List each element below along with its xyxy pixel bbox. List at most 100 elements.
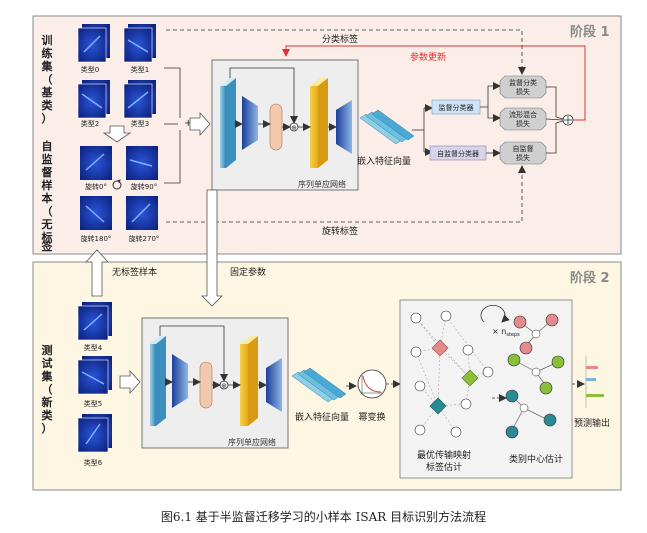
train-set-label: 训 练 集 （ 基 类 ）: [41, 33, 54, 125]
rotation-sample-180: 旋转180°: [80, 196, 112, 243]
network-arrows-stage2: [159, 325, 267, 389]
svg-text:损失: 损失: [516, 153, 530, 162]
self-sup-char: （: [42, 205, 53, 218]
steps-subscript: steps: [506, 332, 520, 338]
svg-text:类型6: 类型6: [84, 458, 103, 467]
param-update-arrow: [282, 45, 586, 121]
loss-to-sum: [545, 86, 564, 154]
network-arrows-stage1: [229, 67, 337, 131]
test-sample-4: 类型4: [77, 302, 112, 352]
svg-text:⊕: ⊕: [221, 382, 227, 390]
steps-multiplier: × n: [492, 327, 506, 336]
test-set-char: 新: [42, 395, 53, 409]
svg-text:类型4: 类型4: [84, 343, 103, 352]
prediction-bars: [585, 356, 604, 408]
test-set-char: 类: [42, 408, 54, 422]
svg-text:监督分类: 监督分类: [509, 78, 537, 87]
svg-text:⊕: ⊕: [291, 124, 297, 132]
embedding-vector-stage1: [359, 109, 415, 145]
train-sample-1: 类型1: [123, 24, 156, 74]
ot-label-2: 标签估计: [426, 461, 462, 473]
train-sample-3: 类型3: [123, 80, 156, 128]
svg-text:旋转90°: 旋转90°: [131, 182, 157, 191]
self-sup-char: 签: [41, 239, 54, 253]
iteration-loop-icon: [480, 304, 510, 323]
svg-text:类型3: 类型3: [131, 119, 149, 128]
self-sup-char: 样: [42, 178, 53, 192]
stage2-title: 阶段 2: [570, 270, 610, 286]
svg-text:旋转180°: 旋转180°: [81, 234, 112, 243]
network-layers-stage1: ⊕: [220, 78, 352, 168]
class-label-dashed: [166, 29, 526, 75]
loss-mix-box: 流形混合 损失: [499, 107, 547, 131]
svg-text:损失: 损失: [516, 87, 530, 96]
center-label: 类别中心估计: [509, 453, 563, 465]
test-sample-6: 类型6: [77, 414, 112, 467]
train-set-char: 集: [41, 59, 54, 73]
svg-text:自监督: 自监督: [513, 144, 534, 153]
self-sup-char: 本: [42, 191, 53, 205]
self-sup-char: 督: [42, 165, 53, 179]
test-sample-5: 类型5: [77, 356, 112, 408]
loss-self-box: 自监督 损失: [499, 141, 547, 165]
network-label-stage1: 序列单应网络: [298, 179, 346, 189]
svg-text:类型1: 类型1: [131, 65, 149, 74]
fixed-params-label: 固定参数: [230, 266, 266, 278]
train-set-char: 类: [42, 98, 54, 112]
test-set-label: 测 试 集 （ 新 类 ）: [41, 343, 54, 435]
self-sup-char: 标: [41, 230, 53, 244]
test-set-char: 试: [42, 356, 53, 370]
loss-sup-box: 监督分类 损失: [499, 75, 547, 99]
rotation-label-dashed: [166, 165, 526, 223]
figure-caption: 图6.1 基于半监督迁移学习的小样本 ISAR 目标识别方法流程: [160, 510, 487, 524]
svg-text:类型5: 类型5: [84, 399, 102, 408]
sup-classifier-label: 监督分类器: [439, 103, 474, 112]
right-arrow-icon: [189, 111, 211, 137]
train-sample-2: 类型2: [77, 80, 110, 128]
classifier-to-loss: [480, 82, 501, 157]
input-connectors: [164, 67, 181, 184]
ot-label-1: 最优传输映射: [417, 449, 471, 461]
self-sup-label: 自 监 督 样 本 （ 无 标 签: [41, 139, 54, 253]
network-label-stage2: 序列单应网络: [228, 437, 276, 447]
self-sup-char: 自: [42, 139, 53, 153]
embed-label-stage1: 嵌入特征向量: [357, 155, 411, 167]
loss-sum-node: [562, 114, 574, 126]
train-set-char: 训: [42, 33, 53, 47]
class-label-text: 分类标签: [322, 33, 358, 45]
rotation-label-text: 旋转标签: [322, 225, 358, 237]
svg-text:流形混合: 流形混合: [509, 110, 537, 119]
svg-text:类型0: 类型0: [81, 65, 99, 74]
selfsup-classifier-label: 自监督分类器: [437, 149, 479, 158]
embedding-vector-stage2: [291, 367, 347, 403]
svg-text:旋转0°: 旋转0°: [85, 182, 107, 191]
svg-text:类型2: 类型2: [81, 119, 99, 128]
test-set-char: ）: [42, 422, 53, 435]
test-set-char: （: [42, 383, 53, 396]
right-arrow-icon-stage2: [119, 369, 141, 395]
center-graph: [505, 313, 565, 439]
self-sup-char: 监: [42, 152, 53, 166]
unlabeled-text: 无标签样本: [112, 266, 157, 278]
plus-sign: +: [184, 118, 192, 129]
test-set-char: 集: [41, 369, 54, 383]
train-set-char: 练: [42, 46, 53, 60]
power-transform-icon: [357, 369, 387, 399]
self-sup-char: 无: [41, 218, 53, 231]
ot-graph: [410, 310, 494, 438]
embed-label-stage2: 嵌入特征向量: [295, 411, 349, 423]
param-update-label: 参数更新: [410, 51, 446, 63]
down-arrow-icon: [102, 125, 132, 143]
rotation-sample-270: 旋转270°: [126, 196, 159, 243]
svg-text:旋转270°: 旋转270°: [129, 234, 160, 243]
up-arrow-icon: [85, 249, 109, 297]
rotation-sample-0: 旋转0°: [80, 146, 112, 191]
train-set-char: （: [42, 73, 53, 86]
train-sample-0: 类型0: [77, 24, 110, 74]
rotate-icon: [112, 179, 122, 190]
predict-label: 预测输出: [574, 417, 610, 429]
steps-label: × nsteps: [492, 327, 520, 338]
stage1-title: 阶段 1: [570, 24, 610, 40]
train-set-char: 基: [41, 85, 54, 99]
